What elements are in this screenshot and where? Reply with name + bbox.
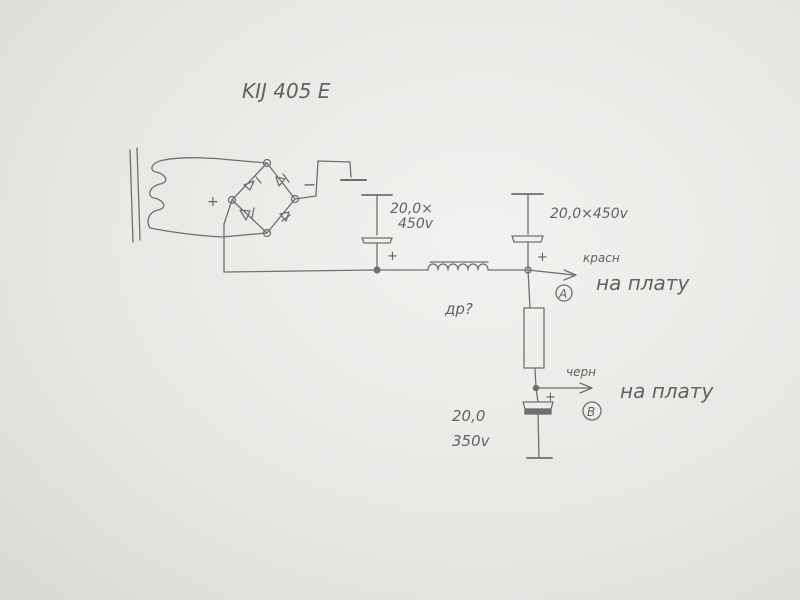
c1-plus-sign: + (387, 249, 398, 264)
transformer-winding (147, 157, 268, 238)
to-board-b-label: на плату (620, 379, 714, 403)
to-board-a-label: на плату (596, 271, 690, 295)
c1-value-label: 20,0× (390, 201, 433, 217)
negative-rail (294, 160, 367, 200)
output-a-arrow (527, 269, 577, 281)
capacitor-c1 (361, 194, 393, 274)
choke-label: др? (444, 300, 473, 318)
output-b-arrow (535, 382, 593, 394)
c3-plus-sign: + (545, 390, 556, 405)
c2-value-label: 20,0×450v (550, 206, 629, 222)
bridge-minus-sign: − (303, 175, 316, 194)
red-wire-label: красн (583, 251, 620, 265)
point-a-marker (555, 284, 573, 302)
bridge-node-bottom (262, 228, 272, 238)
c1-voltage-label: 450v (398, 216, 434, 232)
point-b-label: B (587, 405, 595, 419)
c1-junction (373, 266, 381, 274)
bridge-node-left (227, 195, 237, 205)
point-b-marker (582, 401, 602, 421)
point-a-label: A (558, 287, 567, 301)
c2-plus-sign: + (537, 250, 548, 265)
bridge-part-label: KIJ 405 E (242, 79, 331, 103)
bridge-node-top (262, 158, 272, 168)
choke-inductor (427, 261, 529, 271)
black-wire-label: черн (566, 365, 596, 379)
capacitor-c3 (522, 387, 554, 459)
resistor (523, 269, 545, 392)
c3-voltage-label: 350v (452, 432, 491, 450)
c3-value-label: 20,0 (452, 407, 485, 425)
diode-bridge (227, 158, 300, 238)
positive-rail (223, 199, 429, 273)
bridge-plus-sign: + (207, 194, 219, 210)
capacitor-c2 (511, 193, 544, 274)
transformer-core (129, 147, 141, 243)
